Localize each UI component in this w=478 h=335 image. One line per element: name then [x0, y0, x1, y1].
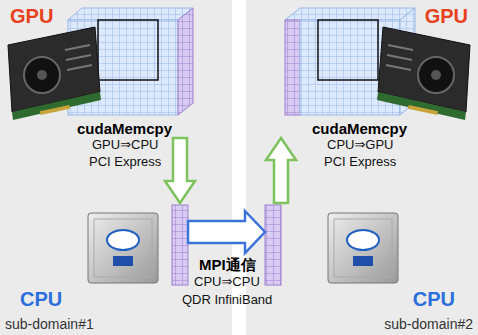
transfer-name: MPI通信	[199, 256, 256, 273]
cpu-chip	[88, 213, 158, 283]
gpu-card	[8, 27, 101, 120]
transfer-note: PCI Express	[324, 155, 396, 170]
gpu-label: GPU	[10, 5, 53, 28]
transfer-note: PCI Express	[89, 155, 161, 170]
transfer-note: CPU⇒GPU	[327, 138, 394, 153]
gpu-region: GPU	[256, 3, 473, 138]
data-slab	[265, 205, 281, 285]
panel-ground	[246, 0, 478, 335]
cpu-chip	[328, 213, 398, 283]
transfer-note: QDR InfiniBand	[182, 293, 272, 308]
region-label: sub-domain#2	[384, 316, 473, 332]
cpu-label: CPU	[20, 288, 62, 311]
block-arrow	[188, 211, 265, 253]
cpu-label: CPU	[413, 288, 455, 311]
cpu-region: CPU	[5, 203, 188, 313]
gpu-region: GPU	[5, 3, 205, 138]
transfer-name: cudaMemcpy	[312, 120, 407, 137]
block-arrow	[266, 138, 296, 203]
region-label: sub-domain#1	[5, 316, 94, 332]
data-slab	[172, 205, 188, 285]
transfer-note: GPU⇒CPU	[92, 138, 159, 153]
cpu-region: CPU	[265, 203, 473, 313]
gpu-card	[377, 27, 470, 120]
block-arrow	[165, 138, 195, 203]
transfer-note: CPU⇒CPU	[194, 275, 260, 290]
transfer-name: cudaMemcpy	[77, 120, 172, 137]
gpu-label: GPU	[425, 5, 468, 28]
